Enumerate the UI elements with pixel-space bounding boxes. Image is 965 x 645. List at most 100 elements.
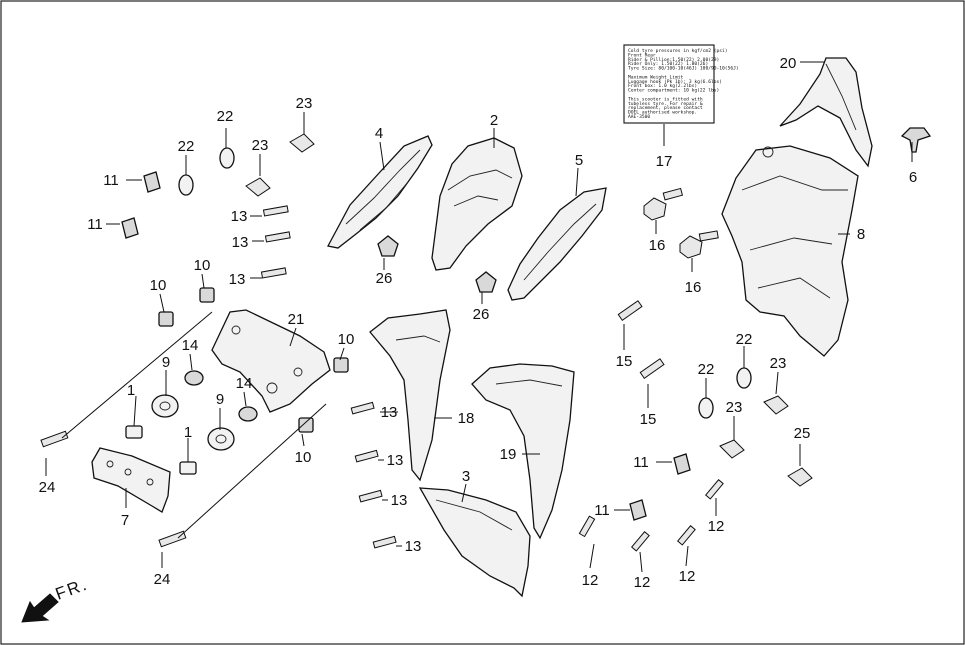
callout-12: 12 [634,574,651,591]
part-12-screw-b [630,531,650,552]
part-12-screw-d [704,479,724,500]
callout-26: 26 [473,306,490,323]
label-17-line: replacement, please contact [628,105,703,111]
part-26-clip-a [377,235,399,257]
part-13-screw-b [264,231,291,243]
part-9-rubber-a [151,394,179,418]
part-14-nut-b [238,406,258,422]
part-10-clip-a [158,311,174,327]
callout-13: 13 [232,234,249,251]
label-17-line: DOEL authorised workshop. [628,110,697,116]
callout-13: 13 [391,492,408,509]
part-12-screw-c [676,525,696,546]
part-6-push-clip [900,127,932,153]
label-17-text: Cold tyre pressures in kgf/cm2 (psi) Fro… [628,48,739,120]
callout-16: 16 [685,279,702,296]
part-1-collar-b [179,461,197,475]
part-5-right-side-cover [507,187,607,301]
part-11-nut-a [143,171,161,193]
part-11-nut-d [629,499,647,521]
callout-1: 1 [184,424,192,441]
part-16-bolt-a [643,187,684,221]
part-12-screw-a [578,515,596,538]
callouts: 1 1 2 3 4 5 6 7 8 9 9 10 10 10 10 11 11 … [39,55,918,591]
callout-24: 24 [39,479,56,496]
callout-9: 9 [216,391,224,408]
label-17-line: Center compartment: 10 kg(22 lbs) [628,88,719,94]
callout-10: 10 [338,331,355,348]
part-10-clip-d [298,417,314,433]
callout-15: 15 [640,411,657,428]
part-14-nut-a [184,370,204,386]
callout-21: 21 [288,311,305,328]
callout-18: 18 [458,410,475,427]
label-17-line: tubeless tyre. For repair & [628,101,703,107]
part-23-pin-c [763,395,789,415]
callout-17: 17 [656,153,673,170]
part-23-pin-d [719,439,745,459]
label-17-line: Luggage hook (Pk 1b): 3 kg(6.6lbs) [628,79,722,85]
callout-13: 13 [381,404,398,421]
part-24-bolt-a [40,430,69,448]
part-16-bolt-b [679,230,719,259]
part-26-clip-b [475,271,497,293]
part-15-screw-b [639,358,665,379]
label-17-line: Front box: 1.0 kg(2.2lbs) [628,83,697,89]
part-9-rubber-b [207,427,235,451]
callout-24: 24 [154,571,171,588]
callout-7: 7 [121,512,129,529]
callout-15: 15 [616,353,633,370]
part-2-front-center-cover [431,137,523,271]
callout-10: 10 [194,257,211,274]
part-22-grommet-c [736,367,752,389]
callout-20: 20 [780,55,797,72]
callout-10: 10 [295,449,312,466]
callout-13: 13 [229,271,246,288]
callout-5: 5 [575,152,583,169]
part-25-pin [787,467,813,487]
part-24-bolt-b [158,530,187,548]
callout-22: 22 [698,361,715,378]
part-11-nut-b [121,217,139,239]
part-19-right-inner-cover [471,363,575,540]
part-8-inner-rack [721,145,859,357]
callout-22: 22 [217,108,234,125]
callout-19: 19 [500,446,517,463]
part-13-screw-e [354,449,379,463]
callout-26: 26 [376,270,393,287]
leader-lines [45,61,913,573]
callout-6: 6 [909,169,917,186]
callout-13: 13 [405,538,422,555]
part-13-screw-a [262,205,289,217]
callout-8: 8 [857,226,865,243]
label-17-line: AAE-3500 [628,114,650,120]
callout-23: 23 [770,355,787,372]
callout-1: 1 [127,382,135,399]
part-22-grommet-d [698,397,714,419]
part-18-left-inner-cover [369,309,451,482]
callout-12: 12 [679,568,696,585]
callout-14: 14 [236,375,253,392]
part-22-grommet-b [219,147,235,169]
part-13-screw-g [372,535,397,549]
part-7-mounting-plate [91,447,171,513]
callout-23: 23 [296,95,313,112]
part-10-clip-b [199,287,215,303]
label-17-line: This scooter is fitted with [628,96,703,102]
part-13-screw-d [350,401,375,415]
front-direction-label: FR. [53,574,91,603]
label-17-line: Cold tyre pressures in kgf/cm2 (psi) [628,48,728,54]
part-23-pin-a [289,133,315,153]
part-17-caution-label: Cold tyre pressures in kgf/cm2 (psi) Fro… [623,44,739,124]
callout-4: 4 [375,125,383,142]
part-23-pin-b [245,177,271,197]
callout-12: 12 [582,572,599,589]
callout-13: 13 [231,208,248,225]
part-15-screw-a [617,300,643,321]
callout-2: 2 [490,112,498,129]
part-3-lower-front-cover [418,487,531,598]
callout-11: 11 [633,454,649,471]
callout-14: 14 [182,337,199,354]
part-11-nut-c [673,453,691,475]
